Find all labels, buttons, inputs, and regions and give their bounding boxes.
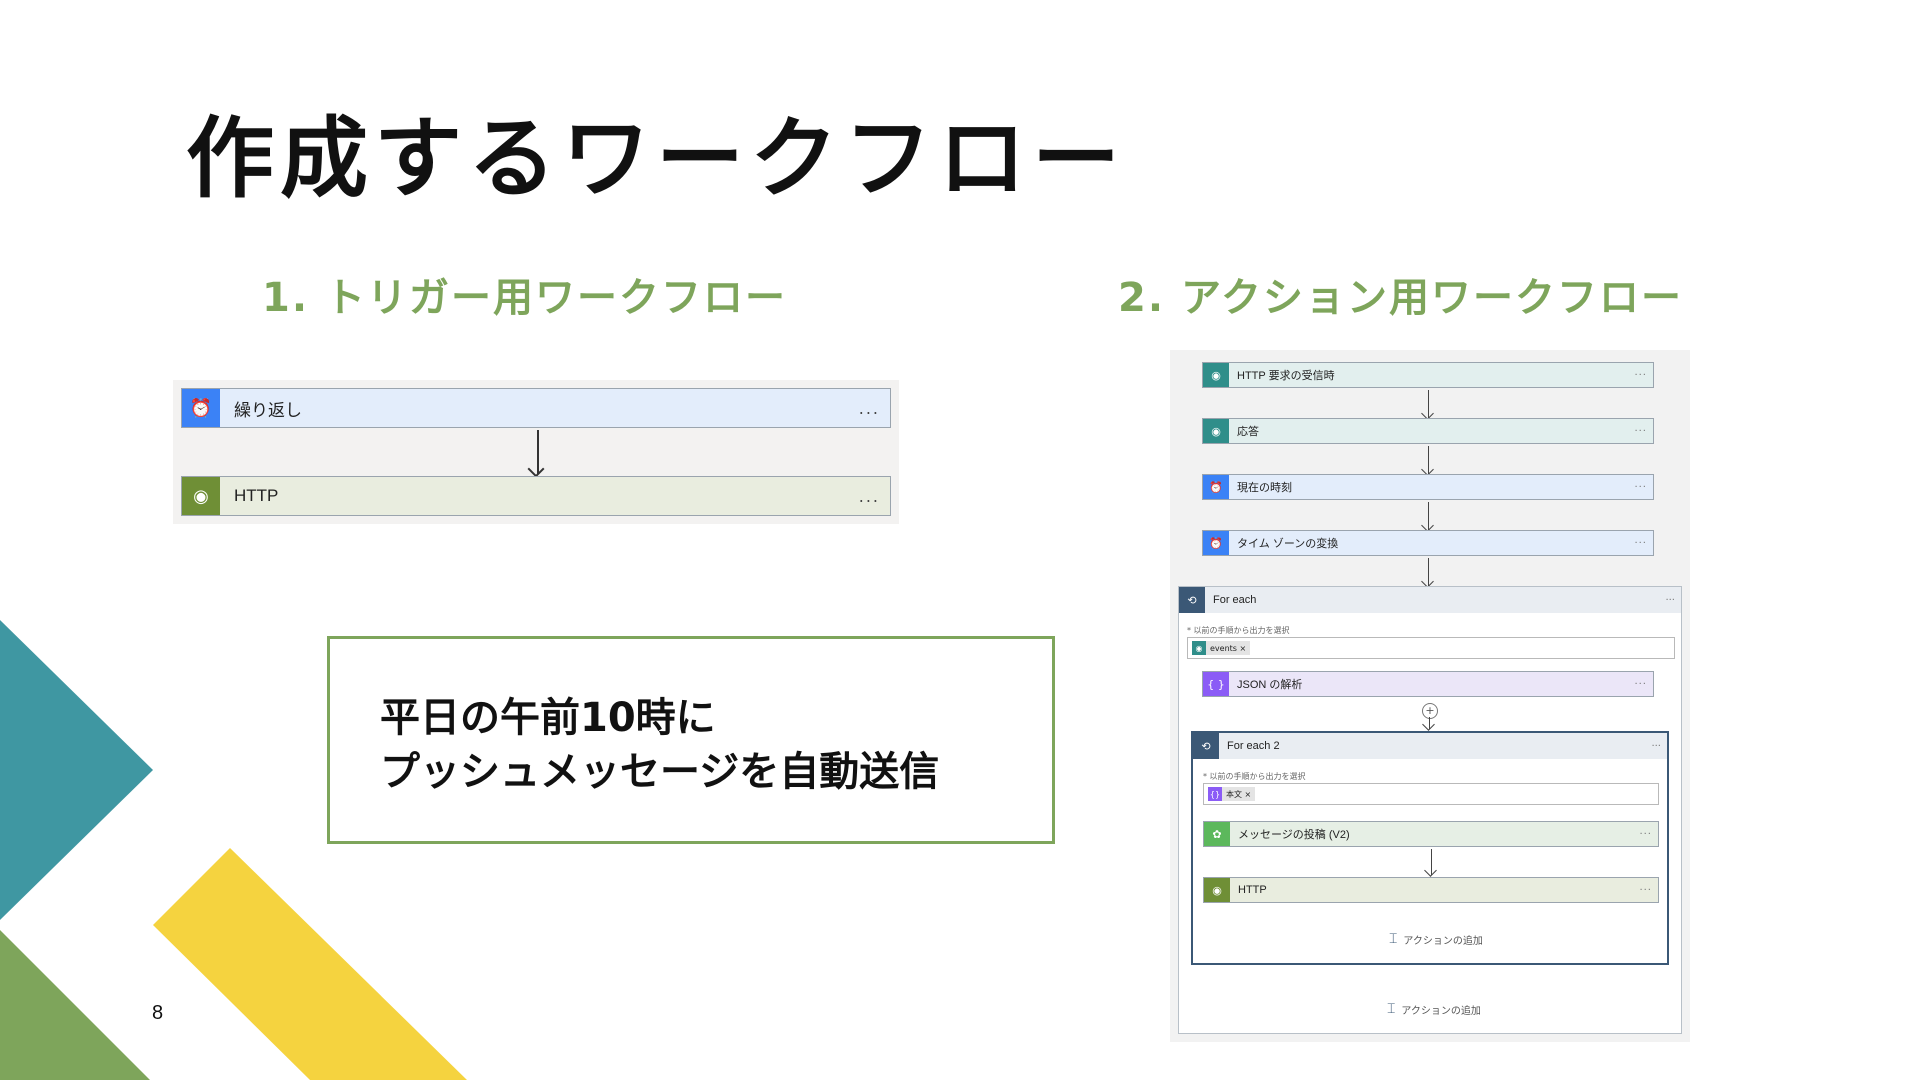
step-label: タイム ゾーンの変換 [1237, 538, 1339, 550]
action-workflow-screenshot: ◉ HTTP 要求の受信時 ··· ◉ 応答 ··· ⏰ 現在の時刻 ··· ⏰… [1170, 350, 1690, 1042]
http-step[interactable]: ◉ HTTP ··· [1203, 877, 1659, 903]
yellow-band [153, 848, 467, 1080]
more-options-icon[interactable]: ··· [1665, 594, 1675, 606]
more-options-icon[interactable]: ··· [1651, 740, 1661, 752]
description-box: 平日の午前10時に プッシュメッセージを自動送信 [327, 636, 1055, 844]
more-options-icon[interactable]: ··· [1634, 537, 1647, 549]
step-label: HTTP [234, 486, 279, 505]
post-message-step[interactable]: ✿ メッセージの投稿 (V2) ··· [1203, 821, 1659, 847]
json-icon: {} [1208, 787, 1222, 801]
alarm-clock-icon: ⏰ [182, 389, 220, 427]
teal-triangle [0, 620, 153, 920]
flow-arrow [1431, 849, 1432, 875]
alarm-clock-icon: ⏰ [1203, 475, 1229, 499]
for-each-label: For each [1213, 594, 1257, 606]
for-each-2-header[interactable]: ⟲ For each 2 ··· [1193, 733, 1667, 759]
more-options-icon[interactable]: ··· [1634, 481, 1647, 493]
select-output-note: * 以前の手順から出力を選択 [1187, 626, 1290, 635]
teams-icon: ✿ [1204, 822, 1230, 846]
select-output-field[interactable]: ◉ events × [1187, 637, 1675, 659]
for-each-2-container[interactable]: ⟲ For each 2 ··· * 以前の手順から出力を選択 {} 本文 × … [1191, 731, 1669, 965]
flow-arrow [1428, 446, 1429, 474]
step-label: JSON の解析 [1237, 679, 1303, 691]
convert-timezone-step[interactable]: ⏰ タイム ゾーンの変換 ··· [1202, 530, 1654, 556]
for-each-container[interactable]: ⟲ For each ··· * 以前の手順から出力を選択 ◉ events ×… [1178, 586, 1682, 1034]
add-action-button[interactable]: ⌶ アクションの追加 [1389, 931, 1483, 947]
parse-json-step[interactable]: { } JSON の解析 ··· [1202, 671, 1654, 697]
current-time-step[interactable]: ⏰ 現在の時刻 ··· [1202, 474, 1654, 500]
page-title: 作成するワークフロー [186, 107, 1127, 210]
more-options-icon[interactable]: ... [858, 398, 880, 418]
alarm-clock-icon: ⏰ [1203, 531, 1229, 555]
select-output-note: * 以前の手順から出力を選択 [1203, 772, 1306, 781]
add-action-label: アクションの追加 [1401, 1005, 1481, 1017]
body-token[interactable]: {} 本文 × [1208, 787, 1256, 801]
more-options-icon[interactable]: ··· [1639, 828, 1652, 840]
select-output-field[interactable]: {} 本文 × [1203, 783, 1659, 805]
globe-icon: ◉ [182, 477, 220, 515]
response-step[interactable]: ◉ 応答 ··· [1202, 418, 1654, 444]
globe-icon: ◉ [1204, 878, 1230, 902]
step-label: HTTP 要求の受信時 [1237, 370, 1335, 382]
page-number: 8 [152, 1002, 164, 1024]
add-step-icon[interactable]: + [1422, 703, 1438, 719]
loop-icon: ⟲ [1193, 733, 1219, 759]
token-label: events [1210, 643, 1237, 653]
step-label: メッセージの投稿 (V2) [1238, 829, 1350, 841]
flow-arrow [1428, 502, 1429, 530]
token-label: 本文 [1226, 789, 1242, 799]
add-action-icon: ⌶ [1389, 931, 1398, 947]
add-action-label: アクションの追加 [1403, 935, 1483, 947]
globe-icon: ◉ [1192, 641, 1206, 655]
more-options-icon[interactable]: ··· [1634, 425, 1647, 437]
trigger-workflow-screenshot: ⏰ 繰り返し ... ◉ HTTP ... [173, 380, 899, 524]
for-each-2-label: For each 2 [1227, 740, 1280, 752]
add-action-icon: ⌶ [1387, 1001, 1396, 1017]
description-line-1: 平日の午前10時に [380, 695, 716, 741]
flow-arrow [537, 430, 539, 474]
more-options-icon[interactable]: ··· [1639, 884, 1652, 896]
events-token[interactable]: ◉ events × [1192, 641, 1251, 655]
http-step[interactable]: ◉ HTTP ... [181, 476, 891, 516]
trigger-workflow-heading: 1. トリガー用ワークフロー [262, 275, 787, 321]
step-label: 繰り返し [234, 400, 302, 420]
flow-arrow [1428, 390, 1429, 418]
more-options-icon[interactable]: ··· [1634, 678, 1647, 690]
flow-arrow [1429, 717, 1430, 729]
json-icon: { } [1203, 672, 1229, 696]
step-label: 現在の時刻 [1237, 482, 1292, 494]
more-options-icon[interactable]: ... [858, 486, 880, 506]
flow-arrow [1428, 558, 1429, 586]
more-options-icon[interactable]: ··· [1634, 369, 1647, 381]
step-label: 応答 [1237, 426, 1259, 438]
globe-icon: ◉ [1203, 363, 1229, 387]
step-label: HTTP [1238, 884, 1267, 896]
description-line-2: プッシュメッセージを自動送信 [380, 749, 940, 795]
http-request-trigger-step[interactable]: ◉ HTTP 要求の受信時 ··· [1202, 362, 1654, 388]
globe-icon: ◉ [1203, 419, 1229, 443]
action-workflow-heading: 2. アクション用ワークフロー [1118, 275, 1683, 321]
loop-icon: ⟲ [1179, 587, 1205, 613]
add-action-button[interactable]: ⌶ アクションの追加 [1387, 1001, 1481, 1017]
for-each-header[interactable]: ⟲ For each ··· [1179, 587, 1681, 613]
green-triangle [0, 930, 150, 1080]
recurrence-step[interactable]: ⏰ 繰り返し ... [181, 388, 891, 428]
